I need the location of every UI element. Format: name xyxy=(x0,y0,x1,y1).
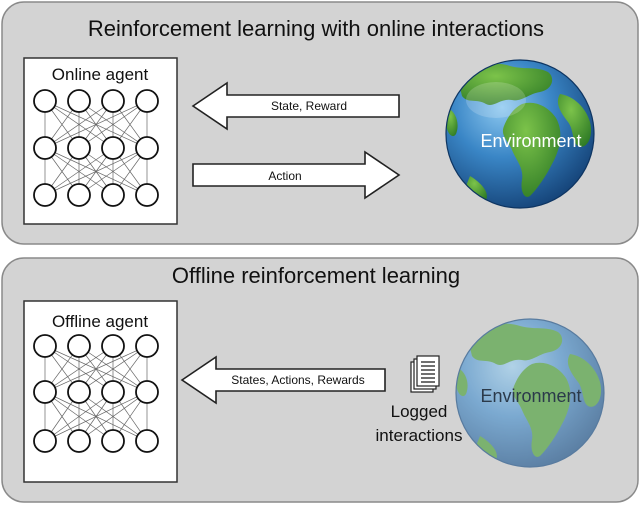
offline-agent-box: Offline agent xyxy=(23,300,178,483)
state-reward-label: State, Reward xyxy=(271,99,347,113)
environment-label: Environment xyxy=(480,386,581,406)
logged-interactions-line1: Logged xyxy=(391,402,448,421)
neural-network-icon xyxy=(33,89,159,207)
state-reward-arrow: State, Reward xyxy=(191,81,400,131)
neural-network-icon xyxy=(33,334,159,453)
environment-label: Environment xyxy=(480,131,581,151)
agent-label: Offline agent xyxy=(52,312,148,331)
online-rl-panel: Reinforcement learning with online inter… xyxy=(1,1,639,245)
panel-title: Reinforcement learning with online inter… xyxy=(88,16,544,41)
logged-data-arrow: States, Actions, Rewards xyxy=(180,355,386,405)
globe-icon: Environment xyxy=(445,59,595,209)
logged-data-label: States, Actions, Rewards xyxy=(231,373,364,387)
logged-interactions-line2: interactions xyxy=(376,426,463,445)
agent-label: Online agent xyxy=(52,65,149,84)
panel-title: Offline reinforcement learning xyxy=(172,263,460,288)
document-stack-icon xyxy=(410,355,440,393)
action-arrow: Action xyxy=(192,150,401,200)
online-agent-box: Online agent xyxy=(23,57,178,225)
globe-icon xyxy=(455,318,605,468)
action-label: Action xyxy=(268,169,301,183)
offline-rl-panel: Offline reinforcement learning Offline a… xyxy=(1,257,639,503)
